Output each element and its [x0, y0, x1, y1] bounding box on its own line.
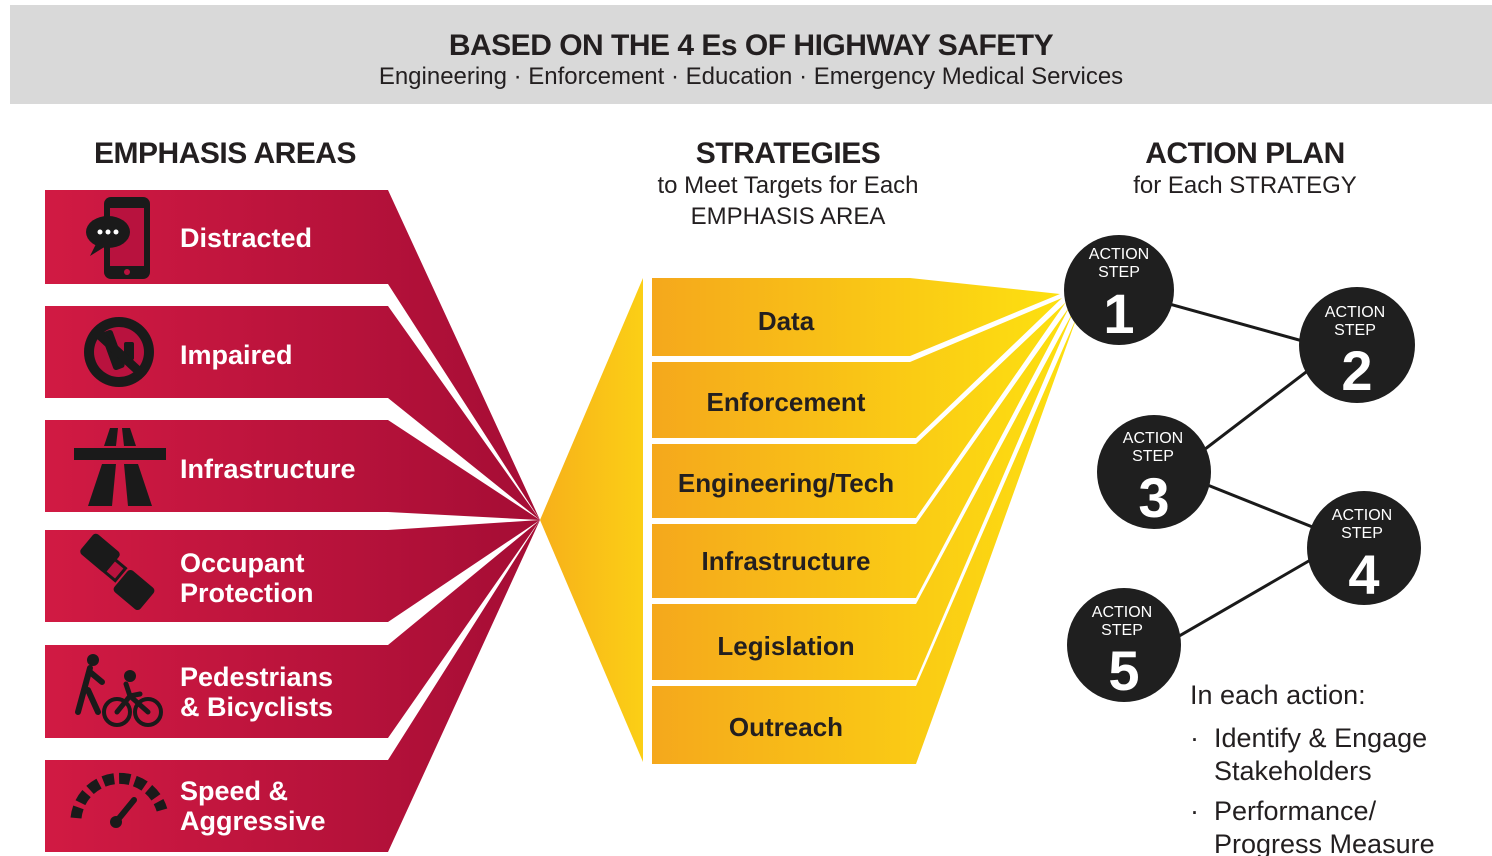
emphasis-areas-heading: EMPHASIS AREAS	[94, 137, 356, 170]
pedestrian-bicycle-icon	[75, 654, 163, 727]
emphasis-area-speed-aggressive: Speed & Aggressive	[45, 520, 540, 852]
action-step-1-word1: ACTION	[1089, 246, 1149, 263]
strategy-infrastructure: Infrastructure	[652, 306, 1070, 598]
strategy-label-enforcement: Enforcement	[707, 387, 866, 417]
action-step-5: ACTION STEP 5	[1067, 588, 1181, 702]
action-step-4-word1: ACTION	[1332, 507, 1392, 524]
note-line: Stakeholders	[1214, 756, 1372, 786]
action-step-2: ACTION STEP 2	[1299, 287, 1415, 403]
emphasis-area-occupant-protection: Occupant Protection	[45, 520, 540, 622]
action-step-3-word2: STEP	[1132, 448, 1174, 465]
action-step-1-word2: STEP	[1098, 264, 1140, 281]
action-step-5-number: 5	[1108, 639, 1139, 702]
note-line: Progress Measure	[1214, 829, 1435, 856]
action-plan-heading: ACTION PLAN	[1145, 137, 1345, 170]
phone-chat-icon	[86, 197, 150, 279]
strategy-label-data: Data	[758, 306, 815, 336]
no-drinking-icon	[84, 317, 154, 387]
action-step-2-word1: ACTION	[1325, 304, 1385, 321]
action-step-4: ACTION STEP 4	[1307, 491, 1421, 606]
strategy-data: Data	[652, 278, 1060, 356]
banner-title: BASED ON THE 4 Es OF HIGHWAY SAFETY	[448, 29, 1054, 62]
action-step-5-word2: STEP	[1101, 622, 1143, 639]
note-line: Performance/	[1214, 796, 1377, 826]
strategy-engineering-tech: Engineering/Tech	[652, 302, 1066, 518]
top-banner: BASED ON THE 4 Es OF HIGHWAY SAFETY Engi…	[10, 5, 1492, 104]
action-note-intro: In each action:	[1190, 680, 1366, 710]
action-note-item: · Performance/ Progress Measure	[1190, 795, 1490, 856]
emphasis-area-infrastructure: Infrastructure	[45, 420, 540, 520]
note-bullet: ·	[1190, 723, 1199, 753]
strategy-legislation: Legislation	[652, 310, 1074, 680]
note-bullet: ·	[1190, 796, 1199, 826]
emphasis-area-impaired: Impaired	[45, 306, 540, 520]
emphasis-label-pedestrians-1: Pedestrians	[180, 662, 333, 692]
action-step-3: ACTION STEP 3	[1097, 415, 1211, 529]
emphasis-label-infrastructure: Infrastructure	[180, 454, 356, 484]
emphasis-label-occupant-2: Protection	[180, 578, 314, 608]
action-step-3-number: 3	[1138, 466, 1169, 529]
strategies-subheading-1: to Meet Targets for Each	[657, 172, 919, 199]
action-step-1-number: 1	[1103, 282, 1134, 345]
emphasis-label-pedestrians-2: & Bicyclists	[180, 692, 333, 722]
strategies-funnel	[540, 278, 643, 762]
note-line: Identify & Engage	[1214, 723, 1428, 753]
emphasis-label-speed-2: Aggressive	[180, 806, 326, 836]
strategy-label-outreach: Outreach	[729, 712, 843, 742]
emphasis-label-distracted: Distracted	[180, 223, 312, 253]
action-plan-subheading: for Each STRATEGY	[1133, 172, 1357, 199]
action-step-4-word2: STEP	[1341, 525, 1383, 542]
emphasis-label-occupant-1: Occupant	[180, 548, 305, 578]
strategy-enforcement: Enforcement	[652, 298, 1062, 438]
seatbelt-icon	[80, 533, 155, 611]
speedometer-icon	[70, 772, 168, 828]
action-step-3-word1: ACTION	[1123, 430, 1183, 447]
emphasis-area-pedestrians-bicyclists: Pedestrians & Bicyclists	[45, 520, 540, 738]
action-step-2-word2: STEP	[1334, 322, 1376, 339]
action-step-1: ACTION STEP 1	[1064, 235, 1174, 345]
strategies-subheading-2: EMPHASIS AREA	[690, 203, 886, 230]
banner-subtitle: Engineering · Enforcement · Education · …	[378, 63, 1124, 90]
strategy-label-legislation: Legislation	[717, 631, 854, 661]
action-step-2-number: 2	[1341, 339, 1372, 402]
emphasis-label-impaired: Impaired	[180, 340, 293, 370]
action-step-4-number: 4	[1348, 543, 1379, 606]
highway-icon	[74, 428, 166, 506]
strategy-label-infrastructure: Infrastructure	[701, 546, 870, 576]
strategies-heading: STRATEGIES	[695, 137, 881, 170]
strategy-outreach: Outreach	[652, 314, 1078, 764]
emphasis-label-speed-1: Speed &	[180, 776, 288, 806]
strategy-label-engineering-tech: Engineering/Tech	[678, 468, 894, 498]
action-note-item: · Identify & Engage Stakeholders	[1190, 722, 1490, 792]
emphasis-area-distracted: Distracted	[45, 190, 540, 520]
action-step-5-word1: ACTION	[1092, 604, 1152, 621]
